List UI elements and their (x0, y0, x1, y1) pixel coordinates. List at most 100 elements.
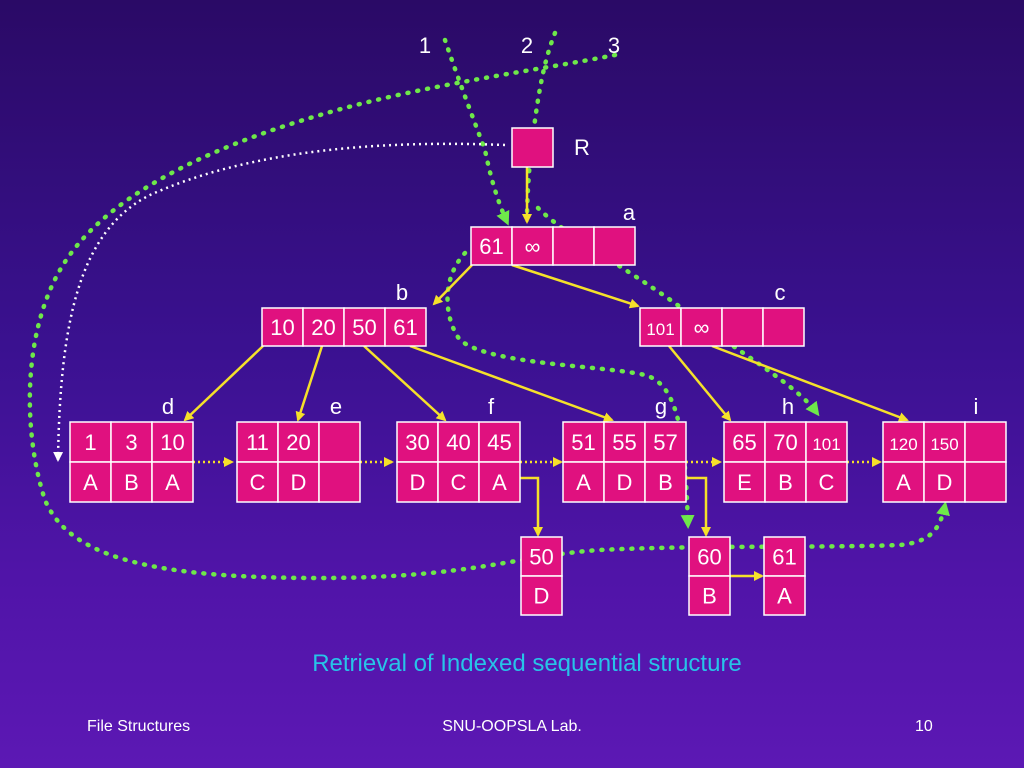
overflow-2-key: 61 (772, 545, 796, 570)
leaf-g-key-1: 55 (612, 430, 636, 455)
leaf-f-key-1-box (437, 421, 480, 463)
leaf-d-key-0: 1 (84, 430, 96, 455)
path-2 (524, 30, 558, 223)
slide-title: Retrieval of Indexed sequential structur… (312, 650, 742, 677)
leaf-i-key-2-box (964, 421, 1007, 463)
node-a-cell-2-box (552, 226, 595, 266)
leaf-f-value-2: A (492, 470, 507, 495)
node-a-cell-1-box (511, 226, 554, 266)
leaf-label-i: i (974, 394, 979, 419)
overflow-0-key: 50 (529, 545, 553, 570)
leaf-label-g: g (655, 394, 667, 419)
leaf-i-value-0: A (896, 470, 911, 495)
leaf-d-value-0: A (83, 470, 98, 495)
leaf-d-value-2: A (165, 470, 180, 495)
leaf-d-value-2-box (151, 461, 194, 503)
root-node (511, 127, 554, 168)
root-to-first-leaf-path (53, 142, 506, 462)
leaf-d-value-1-box (110, 461, 153, 503)
node-label-a: a (623, 200, 636, 225)
leaf-i-key-1: 150 (930, 435, 958, 454)
leaf-h-key-1-box (764, 421, 807, 463)
leaf-h-key-2-box (805, 421, 848, 463)
leaf-f-key-0-box (396, 421, 439, 463)
overflow-2-value-box (763, 575, 806, 616)
overflow-pointers (520, 476, 764, 581)
leaf-f-key-1: 40 (446, 430, 470, 455)
node-a-cell-1: ∞ (525, 234, 541, 259)
overflow-0-value: D (534, 584, 550, 609)
leaf-f-value-1: C (451, 470, 467, 495)
leaf-i-value-0-box (882, 461, 925, 503)
node-b-cell-2-box (343, 307, 386, 347)
leaf-i-key-1-box (923, 421, 966, 463)
node-b-cell-1-box (302, 307, 345, 347)
node-b-cell-1: 20 (311, 315, 335, 340)
node-a-cell-0: 61 (479, 234, 503, 259)
leaf-g-key-0-box (562, 421, 605, 463)
path-1 (442, 37, 510, 226)
leaf-h-value-2: C (819, 470, 835, 495)
node-b-cell-2: 50 (352, 315, 376, 340)
leaf-g-key-1-box (603, 421, 646, 463)
path-label-2: 2 (521, 33, 533, 58)
node-a-cell-0-box (470, 226, 513, 266)
node-c-cell-1: ∞ (694, 315, 710, 340)
leaf-g-value-1: D (617, 470, 633, 495)
node-label-b: b (396, 280, 408, 305)
leaf-f-value-2-box (478, 461, 521, 503)
leaf-e-key-1: 20 (286, 430, 310, 455)
leaf-e-value-0: C (250, 470, 266, 495)
leaf-g-key-0: 51 (571, 430, 595, 455)
leaf-h-key-2: 101 (812, 435, 840, 454)
leaf-g-value-1-box (603, 461, 646, 503)
node-b-cell-0: 10 (270, 315, 294, 340)
footer-lab: SNU-OOPSLA Lab. (442, 718, 582, 735)
leaf-g-value-0: A (576, 470, 591, 495)
overflow-2-value: A (777, 584, 792, 609)
path-3 (27, 52, 950, 581)
leaf-i-value-1: D (937, 470, 953, 495)
leaf-label-e: e (330, 394, 342, 419)
leaf-f-value-0-box (396, 461, 439, 503)
path-label-1: 1 (419, 33, 431, 58)
leaf-d-key-2: 10 (160, 430, 184, 455)
leaf-g-key-2-box (644, 421, 687, 463)
leaf-label-h: h (782, 394, 794, 419)
leaf-label-f: f (488, 394, 495, 419)
overflow-0-value-box (520, 575, 563, 616)
leaf-i-key-0: 120 (889, 435, 917, 454)
overflow-1-value-box (688, 575, 731, 616)
leaf-d-key-1-box (110, 421, 153, 463)
leaf-e-value-2-box (318, 461, 361, 503)
overflow-1-value: B (702, 584, 717, 609)
footer-course: File Structures (87, 718, 191, 735)
leaf-f-value-0: D (410, 470, 426, 495)
footer-page-number: 10 (915, 718, 933, 735)
node-a-cell-3-box (593, 226, 636, 266)
leaf-g-value-2: B (658, 470, 673, 495)
overflow-0-key-box (520, 536, 563, 577)
leaf-h-key-0: 65 (732, 430, 756, 455)
leaf-e-key-2-box (318, 421, 361, 463)
node-c-cell-1-box (680, 307, 723, 347)
leaf-d-key-2-box (151, 421, 194, 463)
leaf-d-value-1: B (124, 470, 139, 495)
leaf-h-value-2-box (805, 461, 848, 503)
node-c-cell-0: 101 (646, 320, 674, 339)
leaf-g-value-2-box (644, 461, 687, 503)
leaf-h-value-0: E (737, 470, 752, 495)
leaf-e-key-0: 11 (246, 430, 269, 455)
leaf-h-value-1-box (764, 461, 807, 503)
leaf-g-value-0-box (562, 461, 605, 503)
overflow-1-key-box (688, 536, 731, 577)
leaf-f-key-2: 45 (487, 430, 511, 455)
node-b-cell-0-box (261, 307, 304, 347)
leaf-label-d: d (162, 394, 174, 419)
path-label-3: 3 (608, 33, 620, 58)
leaf-f-value-1-box (437, 461, 480, 503)
node-c-cell-2-box (721, 307, 764, 347)
leaf-h-value-0-box (723, 461, 766, 503)
